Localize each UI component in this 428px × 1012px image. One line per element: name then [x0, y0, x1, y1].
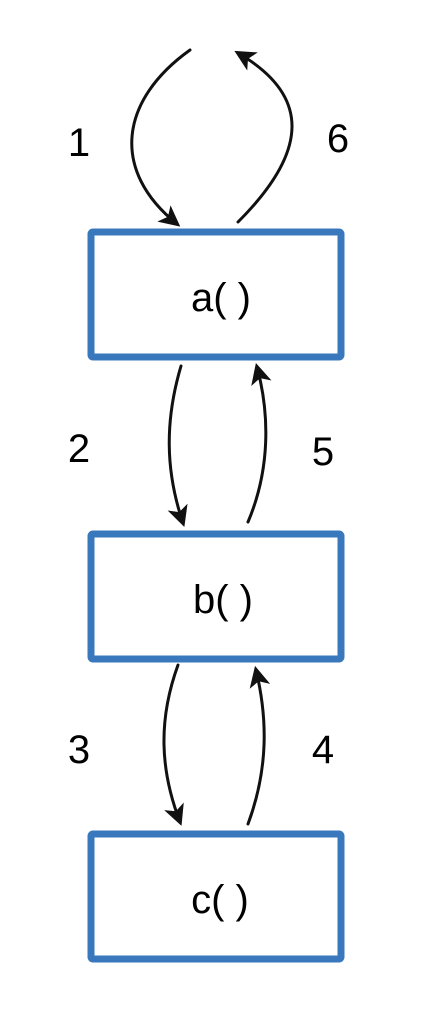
node-a: a( ) [87, 228, 345, 361]
node-a-label: a( ) [191, 276, 251, 320]
step-label-5: 5 [312, 430, 334, 474]
node-c-label: c( ) [191, 878, 249, 922]
step-label-6: 6 [327, 117, 349, 161]
arrow-step-6 [234, 50, 294, 224]
arrow-step-4 [246, 665, 271, 826]
step-label-3: 3 [68, 728, 90, 772]
arrow-step-2 [167, 364, 188, 527]
step-label-4: 4 [312, 728, 334, 772]
node-a-box [87, 228, 345, 361]
step-label-2: 2 [68, 427, 90, 471]
step-label-1: 1 [68, 121, 90, 165]
arrow-step-1 [130, 48, 192, 227]
arrow-step-5 [246, 362, 272, 524]
node-b-label: b( ) [193, 578, 253, 622]
arrow-step-3 [162, 663, 184, 826]
node-c: c( ) [87, 830, 345, 963]
node-b-box [87, 530, 345, 663]
node-b: b( ) [87, 530, 345, 663]
node-c-box [87, 830, 345, 963]
